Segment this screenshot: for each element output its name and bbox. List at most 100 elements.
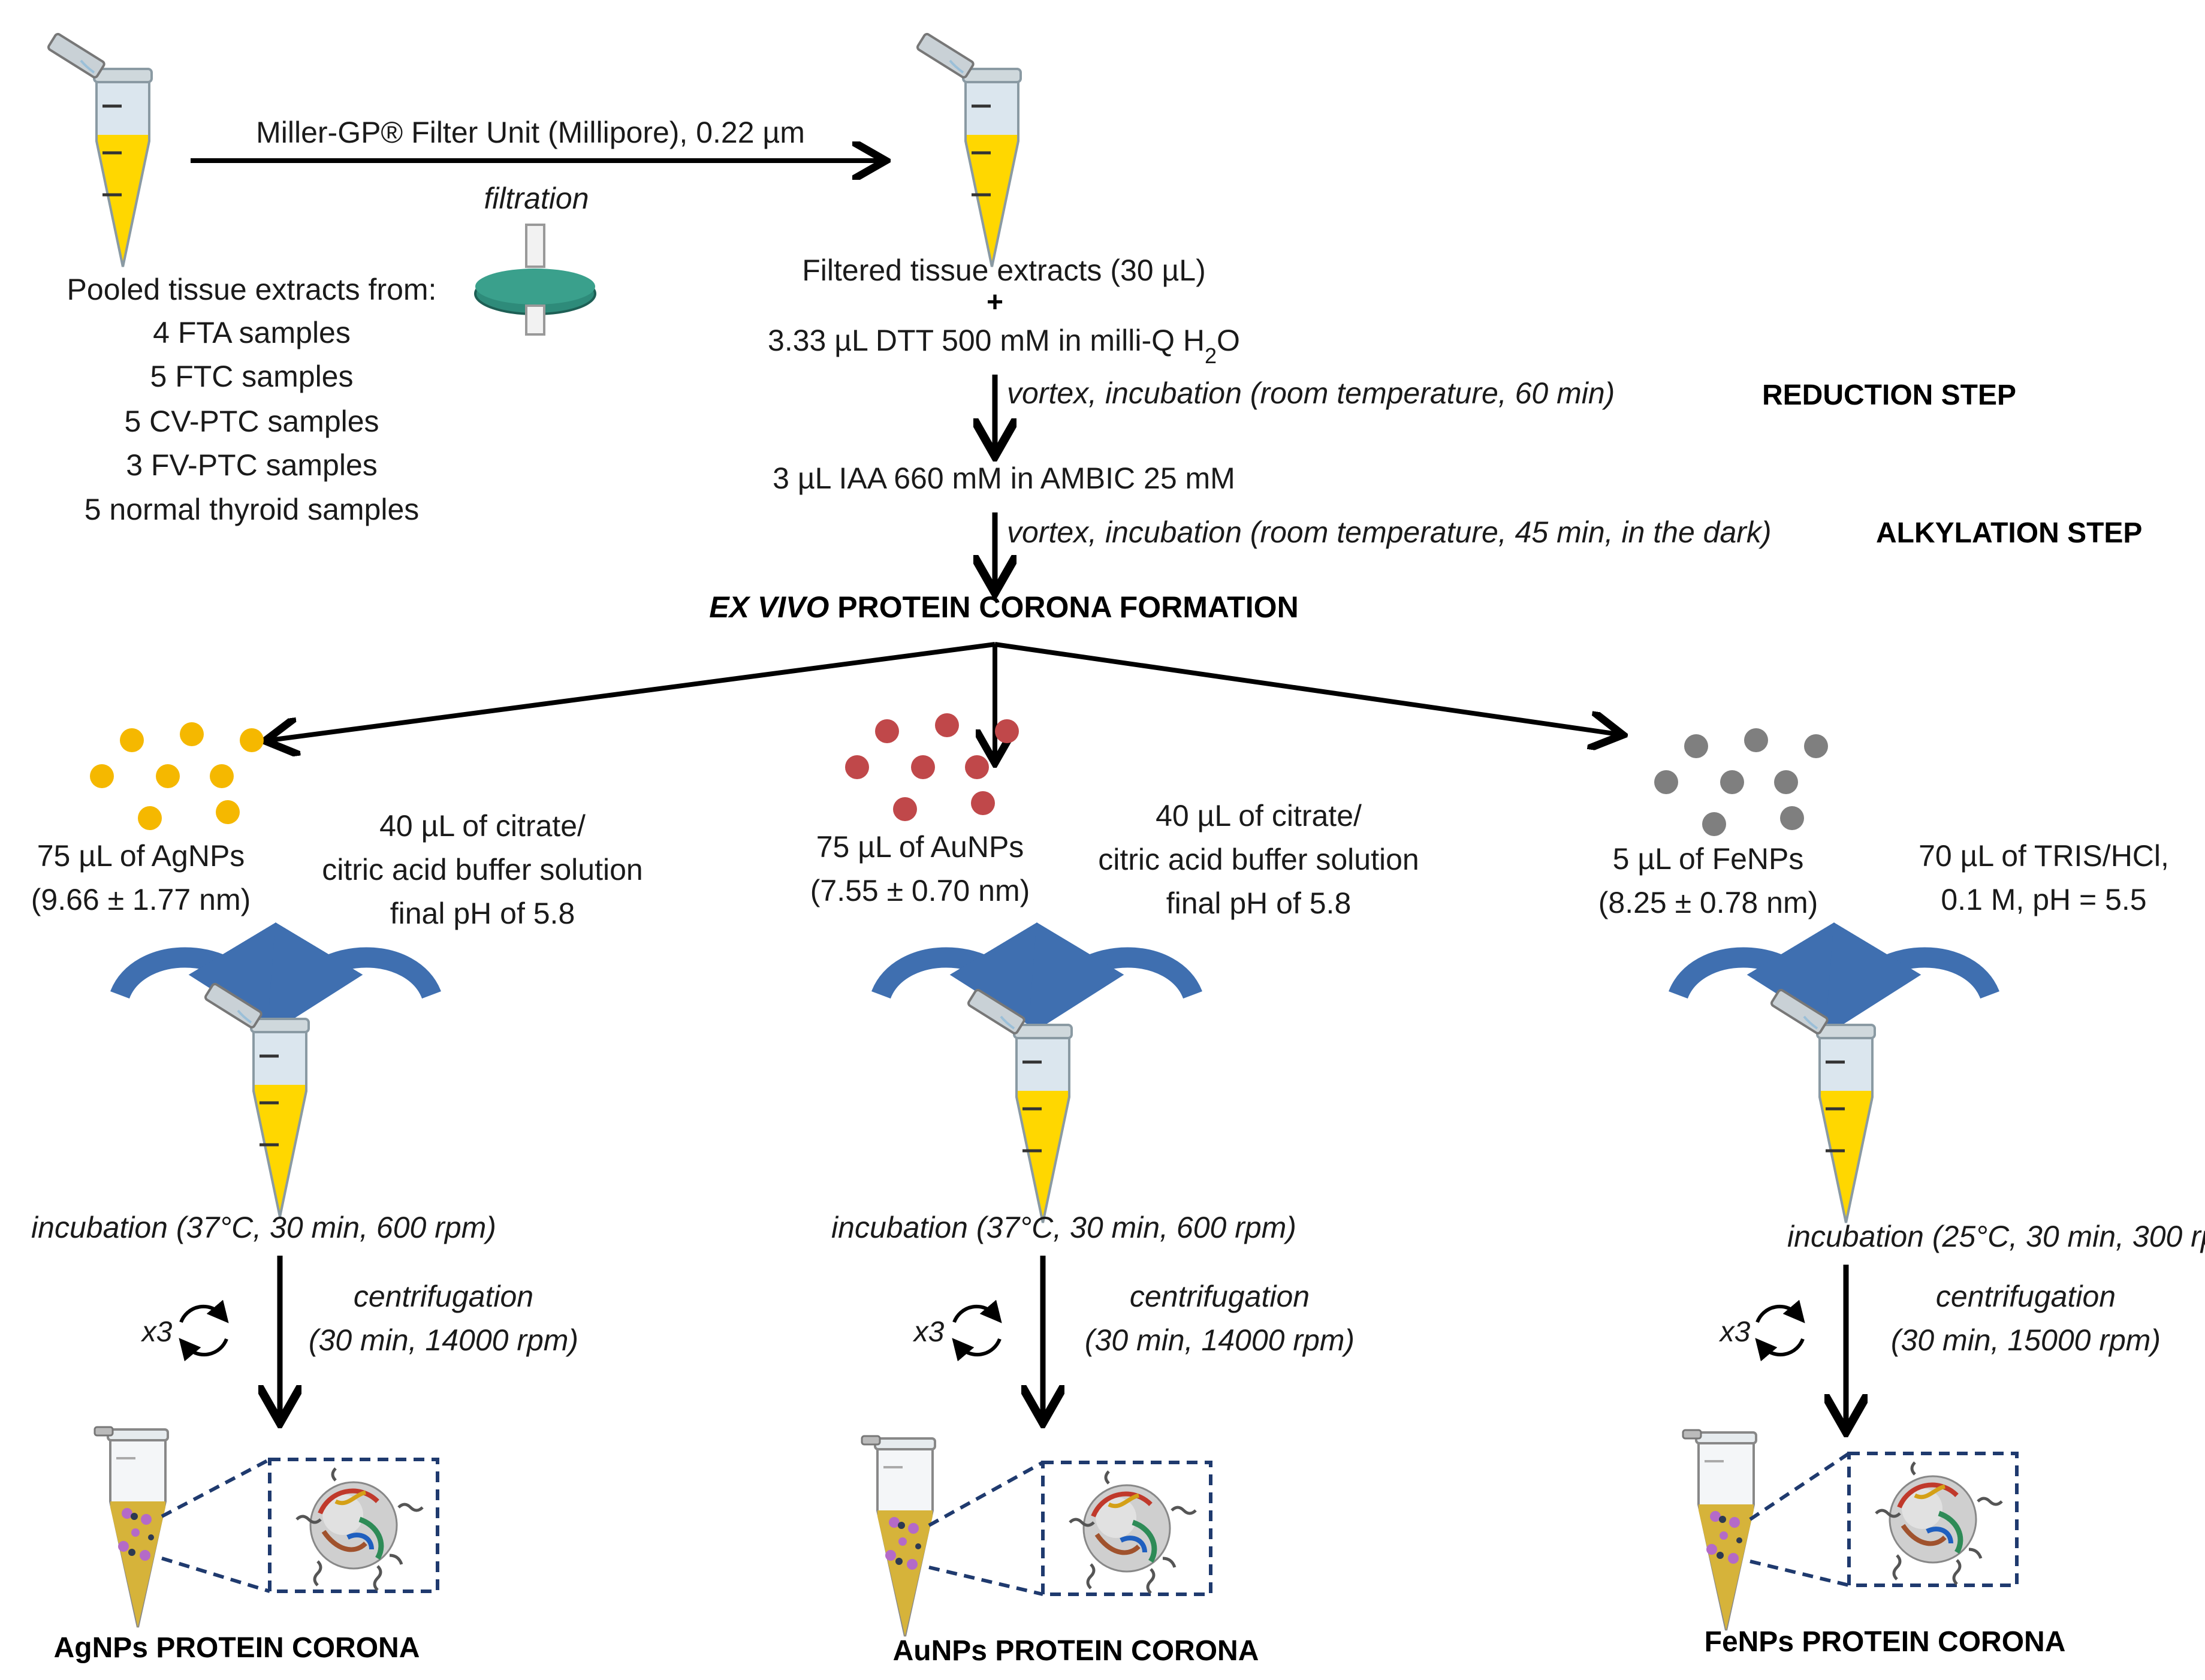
nanoparticle-dot: [935, 713, 959, 737]
buffer-label: citric acid buffer solution: [322, 853, 643, 886]
zoom-connector: [1749, 1560, 1850, 1587]
syringe-filter-icon: [474, 224, 596, 336]
alkylation-step-label: ALKYLATION STEP: [1876, 517, 2142, 549]
nanoparticle-dot: [120, 728, 144, 752]
incubation-label: incubation (37°C, 30 min, 600 rpm): [31, 1211, 496, 1244]
zoom-connector: [1749, 1452, 1850, 1521]
formation-title-italic: EX VIVO: [709, 590, 829, 624]
dtt-label-prefix: 3.33 µL DTT 500 mM in milli-Q H: [768, 324, 1205, 357]
nanoparticle-dot: [965, 755, 989, 779]
nanoparticle-dot: [138, 806, 162, 830]
incubation-label: incubation (25°C, 30 min, 300 rpm): [1787, 1220, 2205, 1253]
np-size-label: (8.25 ± 0.78 nm): [1598, 886, 1818, 919]
centrifugation-label: centrifugation: [1936, 1280, 2116, 1313]
branch-arrow-right: [994, 642, 1618, 734]
agnps-branch: 75 µL of AgNPs(9.66 ± 1.77 nm)40 µL of c…: [31, 722, 643, 1664]
nanoparticle-dot: [1654, 770, 1678, 794]
result-label: AgNPs PROTEIN CORONA: [54, 1632, 420, 1664]
aunps-branch: 75 µL of AuNPs (7.55 ± 0.70 nm) 40 µL of c…: [810, 713, 1419, 1667]
reduction-step-label: REDUCTION STEP: [1762, 379, 2016, 411]
nanoparticle-dot: [1684, 734, 1708, 758]
repeat-count-label: x3: [913, 1316, 945, 1348]
np-volume-label: 75 µL of AuNPs: [816, 830, 1024, 864]
tissue-extract-tube: [47, 33, 152, 267]
fenps-branch: 5 µL of FeNPs (8.25 ± 0.78 nm) 70 µL of TR…: [1598, 728, 2205, 1658]
dtt-label-suffix: O: [1217, 324, 1240, 357]
nanoparticle-dot: [995, 719, 1019, 743]
incubation-label: incubation (37°C, 30 min, 600 rpm): [831, 1211, 1296, 1244]
np-size-label: (7.55 ± 0.70 nm): [810, 874, 1030, 907]
reduction-condition: vortex, incubation (room temperature, 60…: [1007, 376, 1615, 410]
zoom-connector: [928, 1461, 1044, 1527]
formation-title: EX VIVO PROTEIN CORONA FORMATION: [709, 590, 1298, 624]
pellet-tube: [861, 1435, 936, 1637]
repeat-cycle-icon: [181, 1307, 227, 1355]
result-label: FeNPs PROTEIN CORONA: [1705, 1626, 2066, 1658]
nanoparticle-dot: [240, 728, 264, 752]
nanoparticle-dot: [893, 797, 917, 821]
result-label: AuNPs PROTEIN CORONA: [893, 1635, 1259, 1667]
buffer-label: citric acid buffer solution: [1098, 843, 1419, 876]
pooled-title: Pooled tissue extracts from:: [67, 273, 437, 306]
pooled-item: 5 normal thyroid samples: [85, 493, 420, 526]
branch-arrow-left: [270, 642, 996, 740]
buffer-label: final pH of 5.8: [1166, 886, 1352, 920]
nanoparticle-dot: [156, 764, 180, 788]
centrifugation-params-label: (30 min, 14000 rpm): [309, 1323, 578, 1357]
nanoparticle-dot: [1780, 806, 1804, 830]
centrifugation-params-label: (30 min, 15000 rpm): [1891, 1323, 2161, 1357]
zoom-connector: [161, 1557, 270, 1593]
nanoparticle-dot: [845, 755, 869, 779]
dtt-label-subscript: 2: [1205, 343, 1217, 368]
buffer-label: 0.1 M, pH = 5.5: [1941, 883, 2146, 916]
nanoparticle-dot: [216, 800, 240, 824]
mixing-arrows-icon: [1678, 958, 1990, 1002]
nanoparticle-dot: [1744, 728, 1768, 752]
plus-sign: +: [987, 286, 1003, 318]
nanoparticle-dot: [180, 722, 204, 746]
filtered-extract-label: Filtered tissue extracts (30 µL): [802, 254, 1206, 287]
centrifugation-label: centrifugation: [354, 1280, 533, 1313]
nanoparticle-dot: [971, 791, 995, 815]
incubation-tube: [1770, 989, 1875, 1223]
zoom-connector: [161, 1458, 271, 1518]
filter-unit-label: Miller-GP® Filter Unit (Millipore), 0.22…: [256, 116, 805, 149]
iaa-label: 3 µL IAA 660 mM in AMBIC 25 mM: [773, 462, 1235, 495]
pooled-item: 5 FTC samples: [150, 360, 354, 393]
pooled-item: 3 FV-PTC samples: [126, 448, 378, 482]
dtt-label: 3.33 µL DTT 500 mM in milli-Q H2O: [768, 324, 1240, 368]
np-volume-label: 75 µL of AgNPs: [37, 839, 245, 873]
zoom-connector: [928, 1566, 1043, 1596]
incubation-tube: [967, 989, 1072, 1223]
buffer-label: 40 µL of citrate/: [379, 809, 586, 843]
formation-title-rest: PROTEIN CORONA FORMATION: [829, 590, 1298, 624]
buffer-label: final pH of 5.8: [390, 897, 575, 930]
nanoparticle-dot: [1774, 770, 1798, 794]
buffer-label: 70 µL of TRIS/HCl,: [1919, 839, 2169, 873]
centrifugation-label: centrifugation: [1130, 1280, 1310, 1313]
nanoparticle-dot: [875, 719, 899, 743]
repeat-cycle-icon: [954, 1307, 1000, 1355]
pooled-item: 5 CV-PTC samples: [124, 405, 379, 438]
nanoparticle-dot: [911, 755, 935, 779]
repeat-cycle-icon: [1757, 1307, 1803, 1355]
centrifugation-params-label: (30 min, 14000 rpm): [1085, 1323, 1355, 1357]
filtered-extract-tube: [916, 33, 1021, 267]
nanoparticle-dot: [1804, 734, 1828, 758]
buffer-label: 40 µL of citrate/: [1156, 799, 1362, 833]
pellet-tube: [1682, 1429, 1757, 1631]
pooled-item: 4 FTA samples: [153, 316, 351, 349]
repeat-count-label: x3: [141, 1316, 173, 1348]
nanoparticle-dot: [210, 764, 234, 788]
mixing-arrows-icon: [881, 958, 1193, 1002]
nanoparticle-dot: [90, 764, 114, 788]
filtration-label: filtration: [484, 182, 589, 215]
incubation-tube: [204, 983, 309, 1217]
nanoparticle-dot: [1720, 770, 1744, 794]
alkylation-condition: vortex, incubation (room temperature, 45…: [1007, 515, 1772, 549]
nanoparticle-dot: [1702, 812, 1726, 836]
np-volume-label: 5 µL of FeNPs: [1613, 842, 1804, 876]
repeat-count-label: x3: [1719, 1316, 1751, 1348]
mixing-arrows-icon: [120, 958, 432, 1002]
